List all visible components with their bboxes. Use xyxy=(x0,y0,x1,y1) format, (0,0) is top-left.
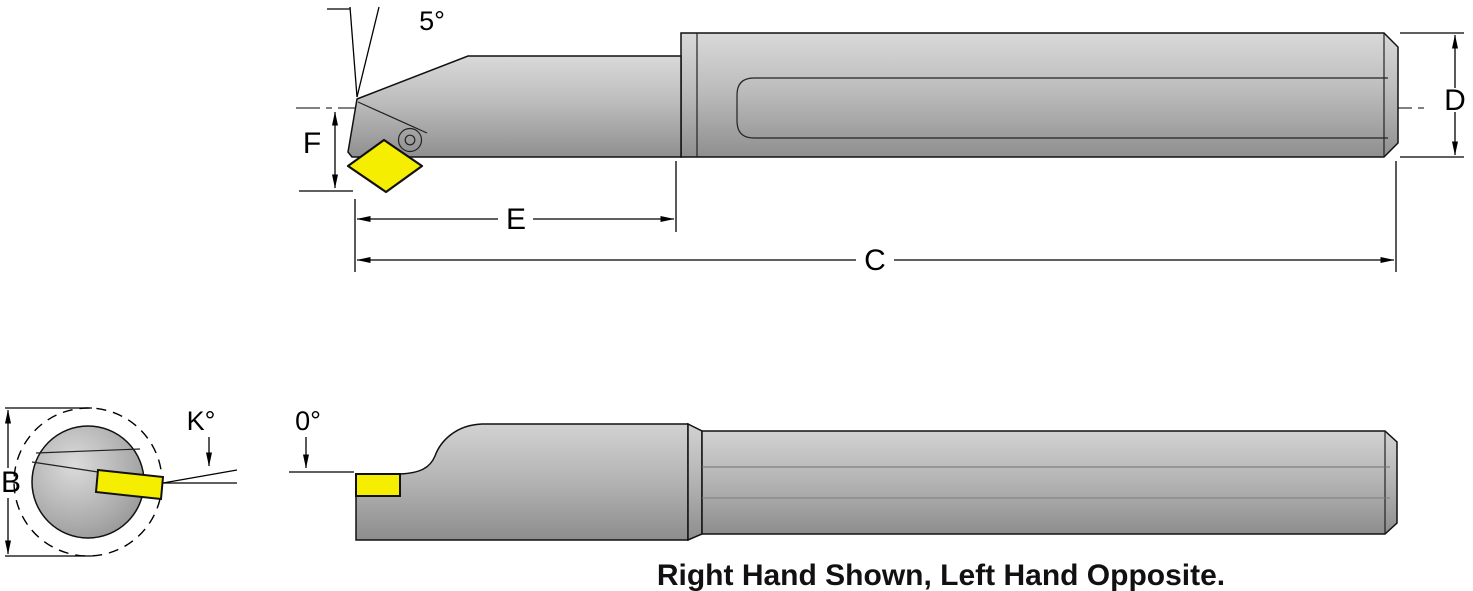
insert-end-view xyxy=(94,468,165,501)
end-view: B K° xyxy=(1,406,238,557)
end-view-pocket-line xyxy=(31,461,99,473)
end-view-flat-line xyxy=(35,448,141,454)
clamp-screw-outer xyxy=(397,127,423,153)
label-angle-zero: 0° xyxy=(295,406,321,436)
label-dim-c: C xyxy=(864,244,886,277)
bar-shank-plan xyxy=(701,430,1398,535)
shank-flat-outline xyxy=(736,77,1388,139)
side-view: 5° F E C D xyxy=(296,6,1466,277)
k-angle-face-line xyxy=(162,469,238,484)
label-dim-e: E xyxy=(506,203,526,236)
label-lead-angle: 5° xyxy=(419,6,445,36)
label-dim-b: B xyxy=(1,466,21,499)
label-dim-f: F xyxy=(303,127,321,160)
dimension-e: E xyxy=(354,161,677,272)
caption: Right Hand Shown, Left Hand Opposite. xyxy=(657,559,1225,591)
shank-transition xyxy=(687,422,703,542)
bar-head-side xyxy=(347,55,682,158)
dimension-b: B xyxy=(1,407,92,557)
label-dim-d: D xyxy=(1444,84,1466,117)
pocket-edge-line xyxy=(357,101,428,134)
bar-head-plan xyxy=(355,423,689,541)
lead-angle-annotation: 5° xyxy=(327,6,445,98)
dimension-c: C xyxy=(356,161,1397,277)
dimension-f: F xyxy=(299,111,353,192)
dimension-d: D xyxy=(1400,32,1466,158)
insert-side-view xyxy=(346,138,424,194)
zero-angle-annotation: 0° xyxy=(289,406,354,473)
plan-view: 0° xyxy=(289,406,1398,542)
lead-angle-face-line xyxy=(356,6,380,98)
insert-plan-view xyxy=(355,473,401,497)
clamp-screw-inner xyxy=(404,134,416,146)
lead-angle-ref-line xyxy=(349,6,358,98)
label-angle-k: K° xyxy=(187,406,216,436)
k-angle-annotation: K° xyxy=(162,406,238,484)
